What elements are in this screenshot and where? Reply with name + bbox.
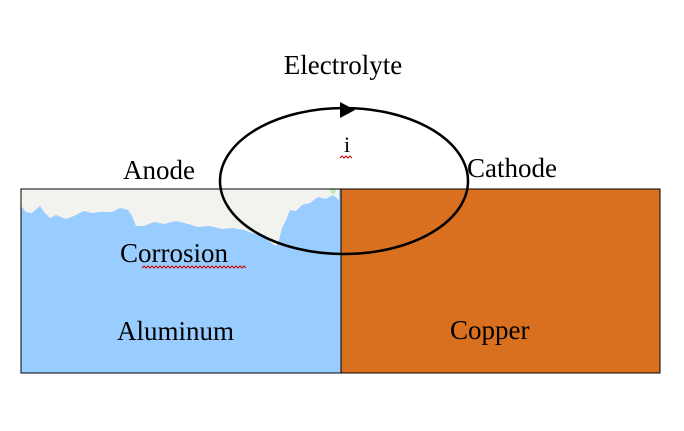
copper-block — [341, 189, 660, 373]
corrosion-label: Corrosion — [120, 238, 229, 268]
aluminum-label: Aluminum — [117, 316, 234, 346]
spellcheck-underline-current — [340, 156, 352, 158]
anode-label: Anode — [123, 155, 195, 185]
copper-label: Copper — [450, 315, 529, 345]
current-arrow-icon — [340, 102, 355, 118]
electrolyte-label: Electrolyte — [284, 50, 402, 80]
cathode-label: Cathode — [467, 153, 557, 183]
current-label: i — [344, 132, 350, 157]
